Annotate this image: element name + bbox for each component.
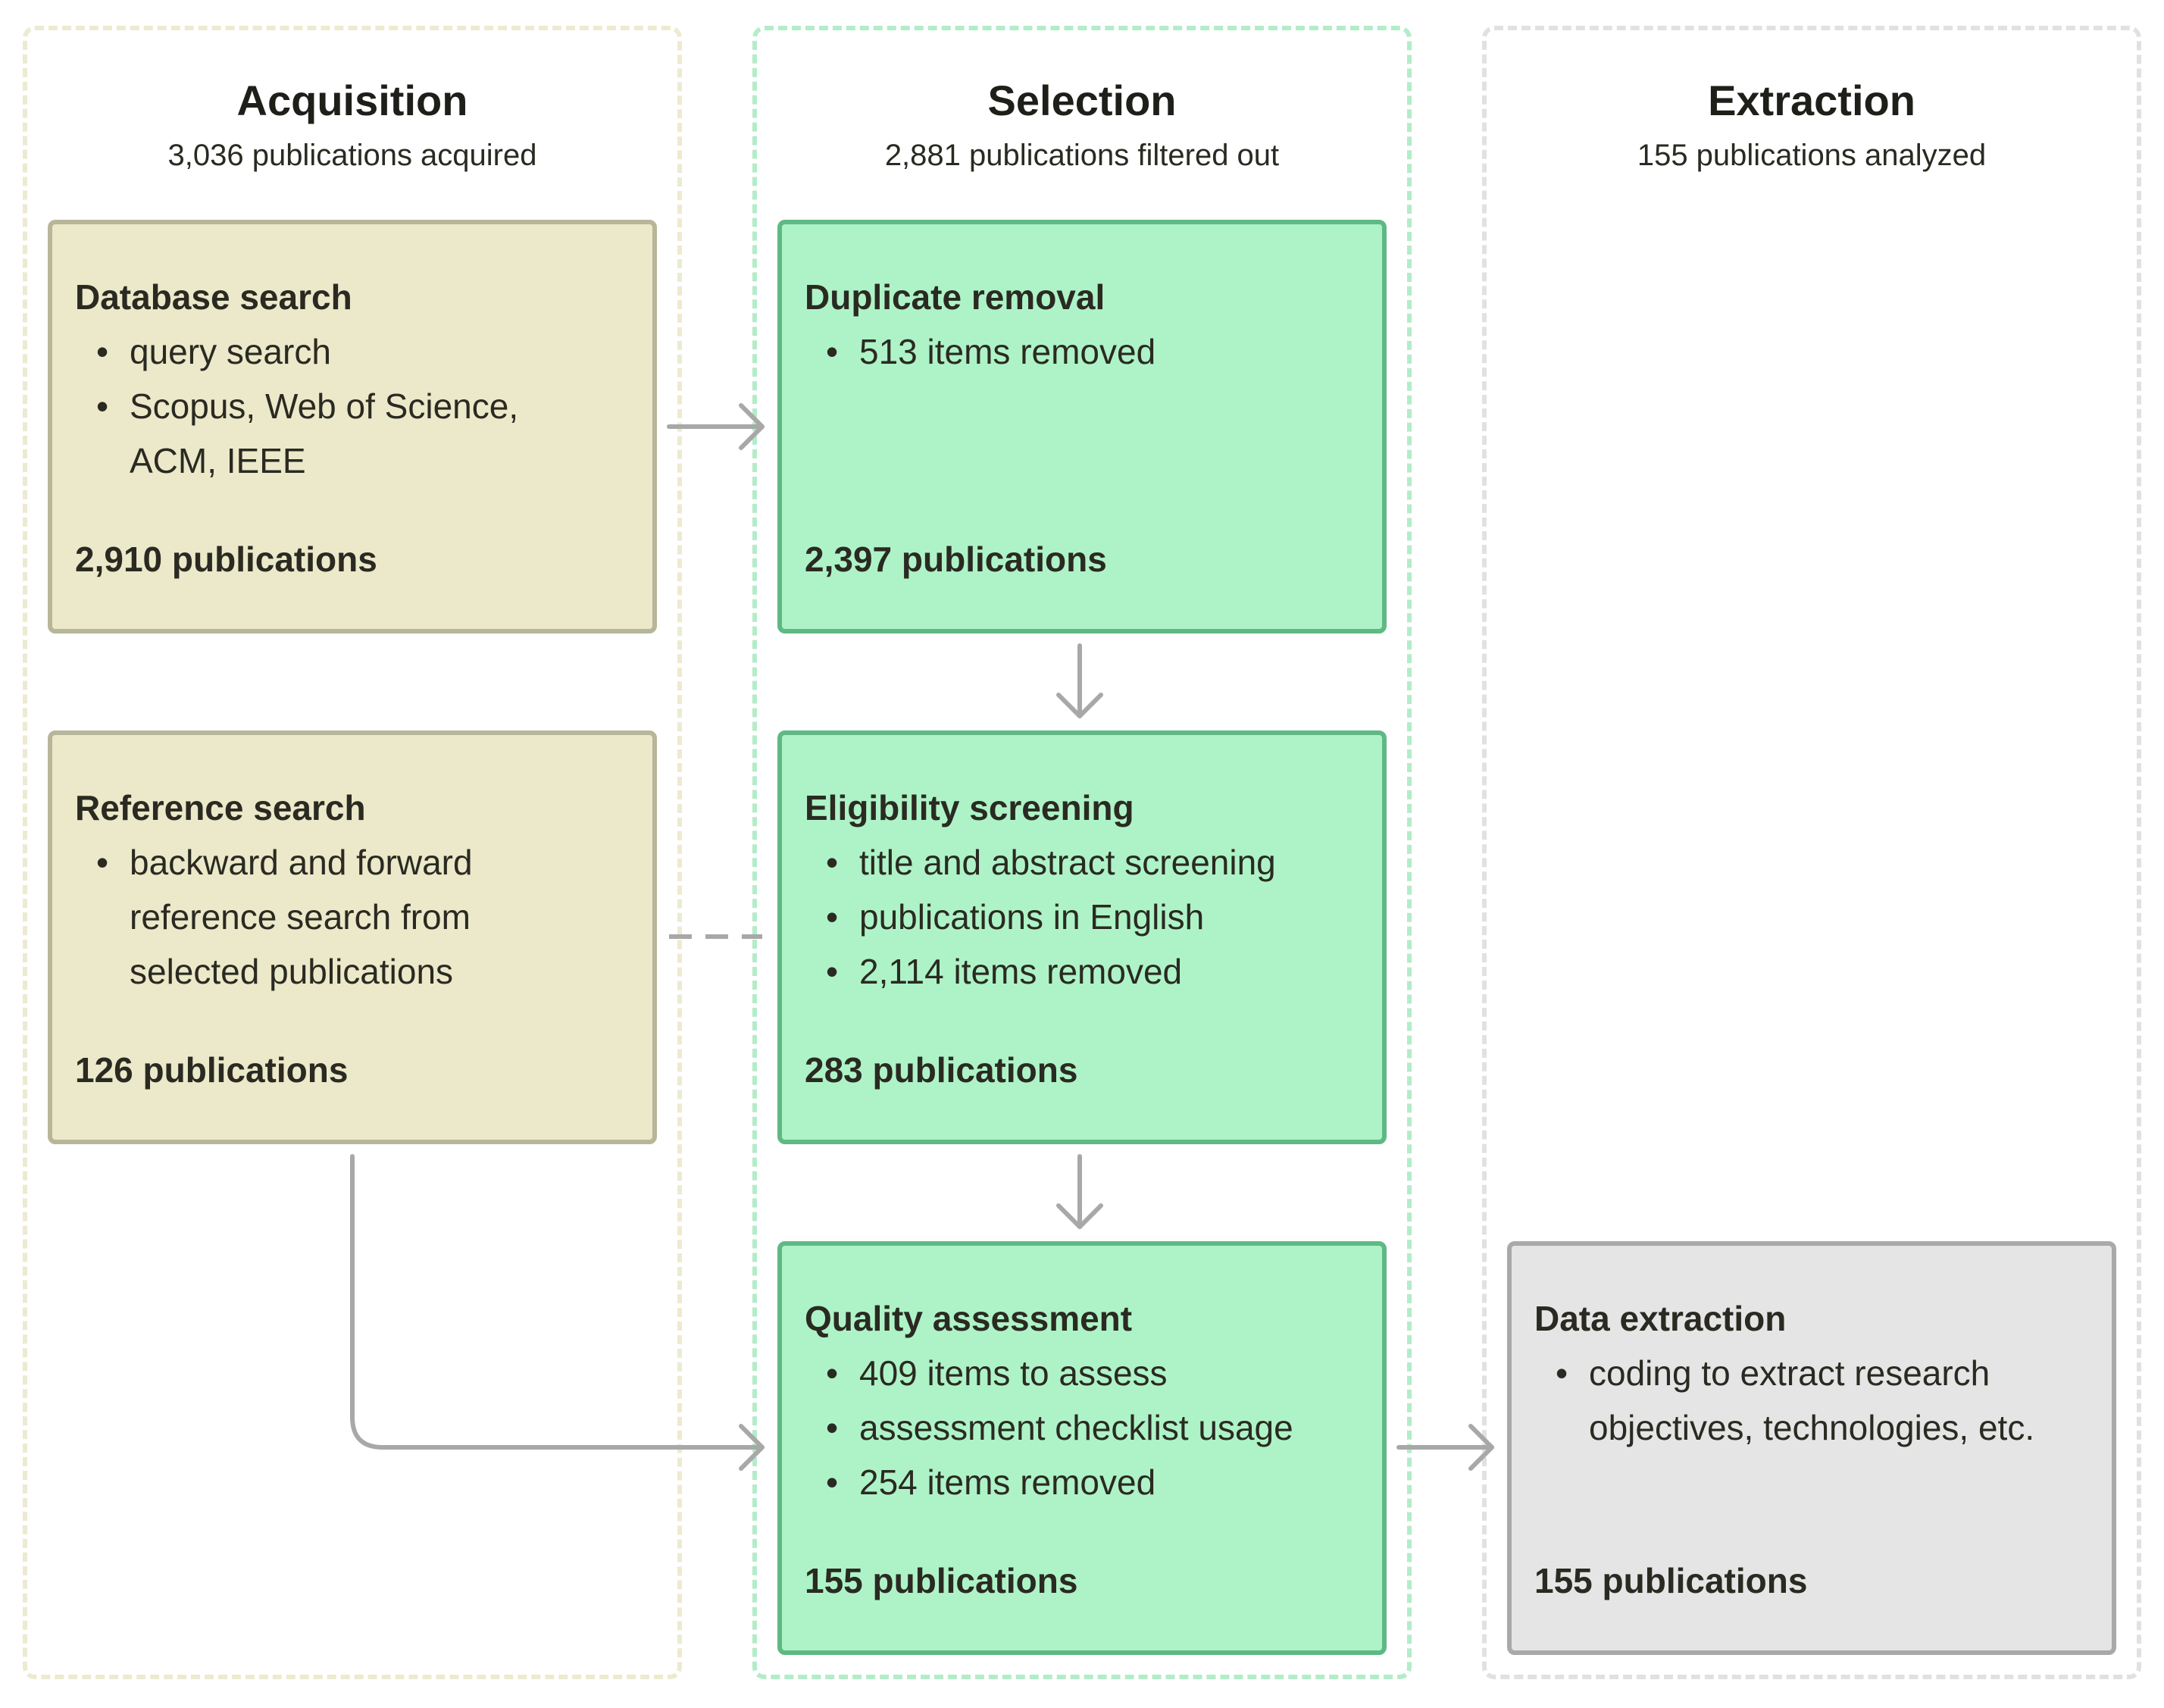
publication-count: 2,910 publications [75,540,377,579]
arrow-database-to-duplicate [667,403,765,450]
publication-count: 2,397 publications [805,540,1107,579]
publication-count: 283 publications [805,1050,1078,1090]
arrow-reference-to-quality [350,1154,765,1471]
arrow-eligibility-to-quality [1056,1154,1103,1229]
bullet-item: publications in English [805,890,1359,944]
lane-title-extraction: Extraction [1708,77,1915,124]
arrow-duplicate-to-eligibility [1056,643,1103,718]
publication-count: 155 publications [805,1561,1078,1600]
box-database-search: Database search query search Scopus, Web… [48,220,657,633]
box-quality-assessment: Quality assessment 409 items to assess a… [777,1241,1387,1655]
bullet-item: title and abstract screening [805,835,1359,890]
lane-title-acquisition: Acquisition [236,77,468,124]
bullet-item: backward and forward [75,835,630,890]
publication-count: 126 publications [75,1050,349,1090]
bullet-list: query search Scopus, Web of Science, ACM… [75,324,630,488]
box-title: Quality assessment [805,1299,1133,1338]
bullet-list: backward and forward reference search fr… [75,835,630,999]
bullet-item: coding to extract research [1534,1346,2089,1400]
bullet-item: assessment checklist usage [805,1400,1359,1455]
lane-extraction: Extraction 155 publications analyzed [1482,26,2141,1679]
box-duplicate-removal: Duplicate removal 513 items removed 2,39… [777,220,1387,633]
bullet-item: 409 items to assess [805,1346,1359,1400]
lane-subtitle-acquisition: 3,036 publications acquired [167,139,537,172]
box-data-extraction: Data extraction coding to extract resear… [1507,1241,2116,1655]
bullet-list: coding to extract research objectives, t… [1534,1346,2089,1455]
bullet-continuation: ACM, IEEE [130,441,306,480]
box-eligibility-screening: Eligibility screening title and abstract… [777,730,1387,1144]
box-title: Reference search [75,788,366,827]
bullet-continuation: selected publications [130,952,454,991]
bullet-item: 2,114 items removed [805,944,1359,999]
box-title: Database search [75,277,352,317]
bullet-continuation: reference search from [130,897,471,937]
bullet-item: 513 items removed [805,324,1359,379]
box-title: Data extraction [1534,1299,1787,1338]
lane-title-selection: Selection [987,77,1177,124]
bullet-item: 254 items removed [805,1455,1359,1509]
bullet-list: 409 items to assess assessment checklist… [805,1346,1359,1509]
box-title: Duplicate removal [805,277,1105,317]
bullet-continuation: objectives, technologies, etc. [1589,1408,2035,1447]
bullet-list: 513 items removed [805,324,1359,379]
lane-subtitle-extraction: 155 publications analyzed [1637,139,1987,172]
lane-acquisition: Acquisition 3,036 publications acquired [23,26,682,1679]
bullet-list: title and abstract screening publication… [805,835,1359,999]
publication-count: 155 publications [1534,1561,1808,1600]
box-title: Eligibility screening [805,788,1134,827]
bullet-item: query search [75,324,630,379]
box-reference-search: Reference search backward and forward re… [48,730,657,1144]
lane-subtitle-selection: 2,881 publications filtered out [884,139,1280,172]
lane-selection: Selection 2,881 publications filtered ou… [752,26,1412,1679]
bullet-item: Scopus, Web of Science, [75,379,630,433]
arrow-quality-to-extraction [1396,1424,1494,1471]
